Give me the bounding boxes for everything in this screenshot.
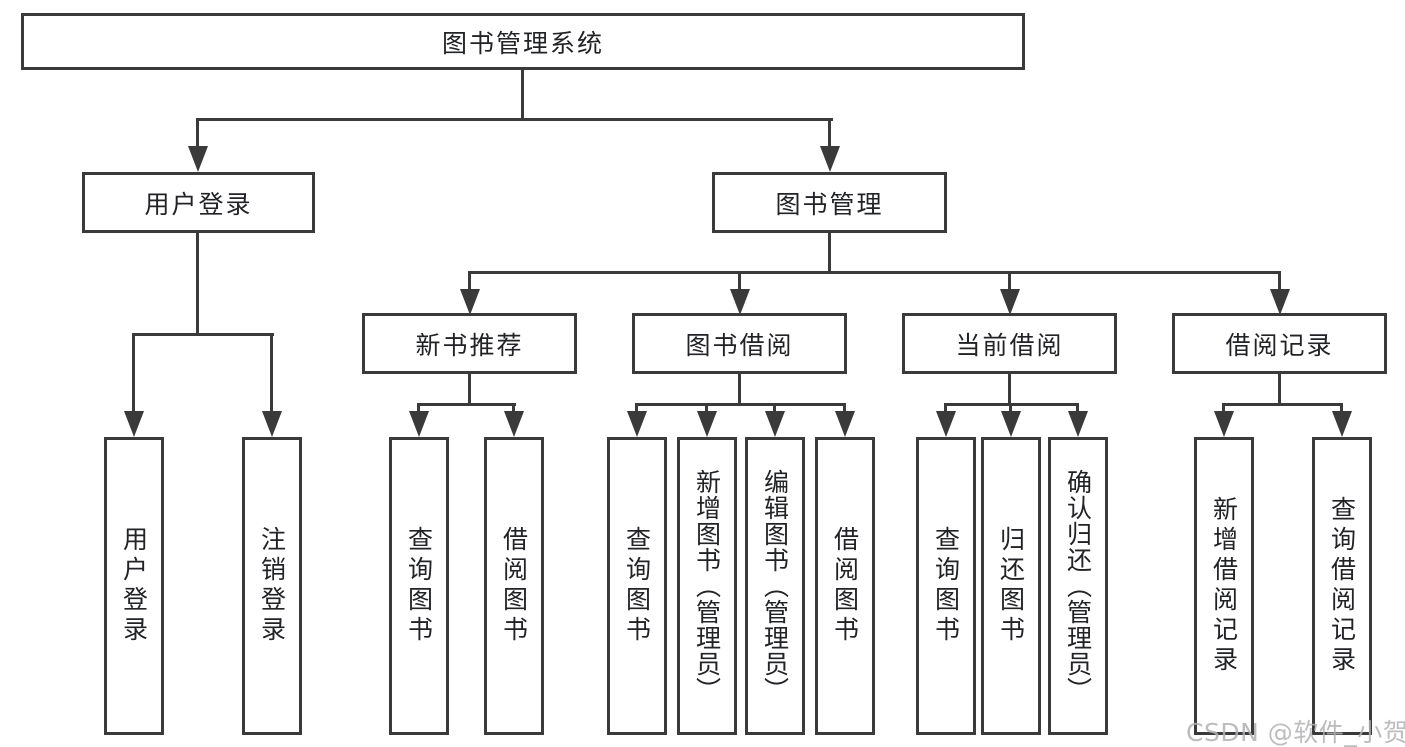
connector-line [1076,403,1079,413]
watermark: CSDN @软件_小贺同学 [1186,718,1405,747]
connector-line [738,271,741,291]
connector-line [1009,403,1012,413]
node-label: 图书管理系统 [441,28,604,58]
node-new-book-recommend: 新书推荐 [362,313,577,374]
leaf-label: 归还图书 [996,526,1026,646]
arrow-down-icon [765,411,785,437]
leaf-label: 确认归还（管理员） [1063,469,1093,703]
connector-line [738,374,741,405]
leaf-borrow-books-recommend: 借阅图书 [484,437,544,735]
arrow-down-icon [1270,289,1290,315]
node-borrowing-records: 借阅记录 [1172,313,1387,374]
connector-line [512,403,515,413]
arrow-down-icon [504,411,524,437]
arrow-down-icon [1332,411,1352,437]
connector-line [828,118,831,150]
leaf-logout: 注销登录 [242,437,302,735]
node-label: 新书推荐 [415,330,524,360]
connector-line [132,333,135,413]
connector-line [468,271,471,291]
leaf-label: 查询图书 [622,526,652,646]
arrow-down-icon [1001,411,1021,437]
node-label: 当前借阅 [955,330,1064,360]
connector-line [417,403,420,413]
connector-line [1008,271,1011,291]
arrow-down-icon [262,411,282,437]
leaf-query-borrow-record: 查询借阅记录 [1312,437,1372,735]
leaf-borrow-books: 借阅图书 [815,437,875,735]
node-label: 借阅记录 [1225,330,1334,360]
connector-line [1222,403,1343,406]
leaf-user-login: 用户登录 [104,437,164,735]
node-label: 图书管理 [775,189,884,219]
leaf-edit-book-admin: 编辑图书（管理员） [745,437,805,735]
connector-line [196,118,833,121]
arrow-down-icon [697,411,717,437]
leaf-label: 新增借阅记录 [1209,496,1239,676]
leaf-label: 查询图书 [404,526,434,646]
arrow-down-icon [627,411,647,437]
connector-line [635,403,638,413]
connector-line [1278,374,1281,405]
leaf-query-books-recommend: 查询图书 [389,437,449,735]
connector-line [270,333,273,413]
arrow-down-icon [730,289,750,315]
node-library-system: 图书管理系统 [21,13,1025,70]
arrow-down-icon [460,289,480,315]
connector-line [843,403,846,413]
connector-line [828,233,831,274]
leaf-label: 注销登录 [257,526,287,646]
connector-line [773,403,776,413]
leaf-add-book-admin: 新增图书（管理员） [677,437,737,735]
connector-line [196,118,199,150]
leaf-label: 新增图书（管理员） [692,469,722,703]
leaf-label: 查询图书 [931,526,961,646]
arrow-down-icon [124,411,144,437]
connector-line [132,333,274,336]
leaf-query-books-borrow: 查询图书 [607,437,667,735]
leaf-add-borrow-record: 新增借阅记录 [1194,437,1254,735]
arrow-down-icon [936,411,956,437]
leaf-query-books-current: 查询图书 [916,437,976,735]
node-current-borrowing: 当前借阅 [902,313,1117,374]
arrow-down-icon [835,411,855,437]
connector-line [1278,271,1281,291]
node-label: 图书借阅 [685,330,794,360]
arrow-down-icon [820,146,840,172]
leaf-label: 编辑图书（管理员） [760,469,790,703]
connector-line [1222,403,1225,413]
arrow-down-icon [1068,411,1088,437]
leaf-label: 借阅图书 [830,526,860,646]
connector-line [521,70,524,120]
leaf-label: 用户登录 [119,526,149,646]
connector-line [196,233,199,335]
connector-line [635,403,846,406]
leaf-label: 借阅图书 [499,526,529,646]
leaf-confirm-return-admin: 确认归还（管理员） [1048,437,1108,735]
arrow-down-icon [409,411,429,437]
connector-line [705,403,708,413]
connector-line [417,403,516,406]
leaf-label: 查询借阅记录 [1327,496,1357,676]
node-user-login: 用户登录 [82,172,315,233]
connector-line [944,403,947,413]
connector-line [1340,403,1343,413]
node-label: 用户登录 [144,189,253,219]
leaf-return-book: 归还图书 [981,437,1041,735]
node-book-management: 图书管理 [712,172,947,233]
connector-line [1008,374,1011,405]
node-book-borrowing: 图书借阅 [632,313,847,374]
arrow-down-icon [1000,289,1020,315]
connector-line [468,271,1281,274]
connector-line [468,374,471,405]
arrow-down-icon [1214,411,1234,437]
arrow-down-icon [188,146,208,172]
